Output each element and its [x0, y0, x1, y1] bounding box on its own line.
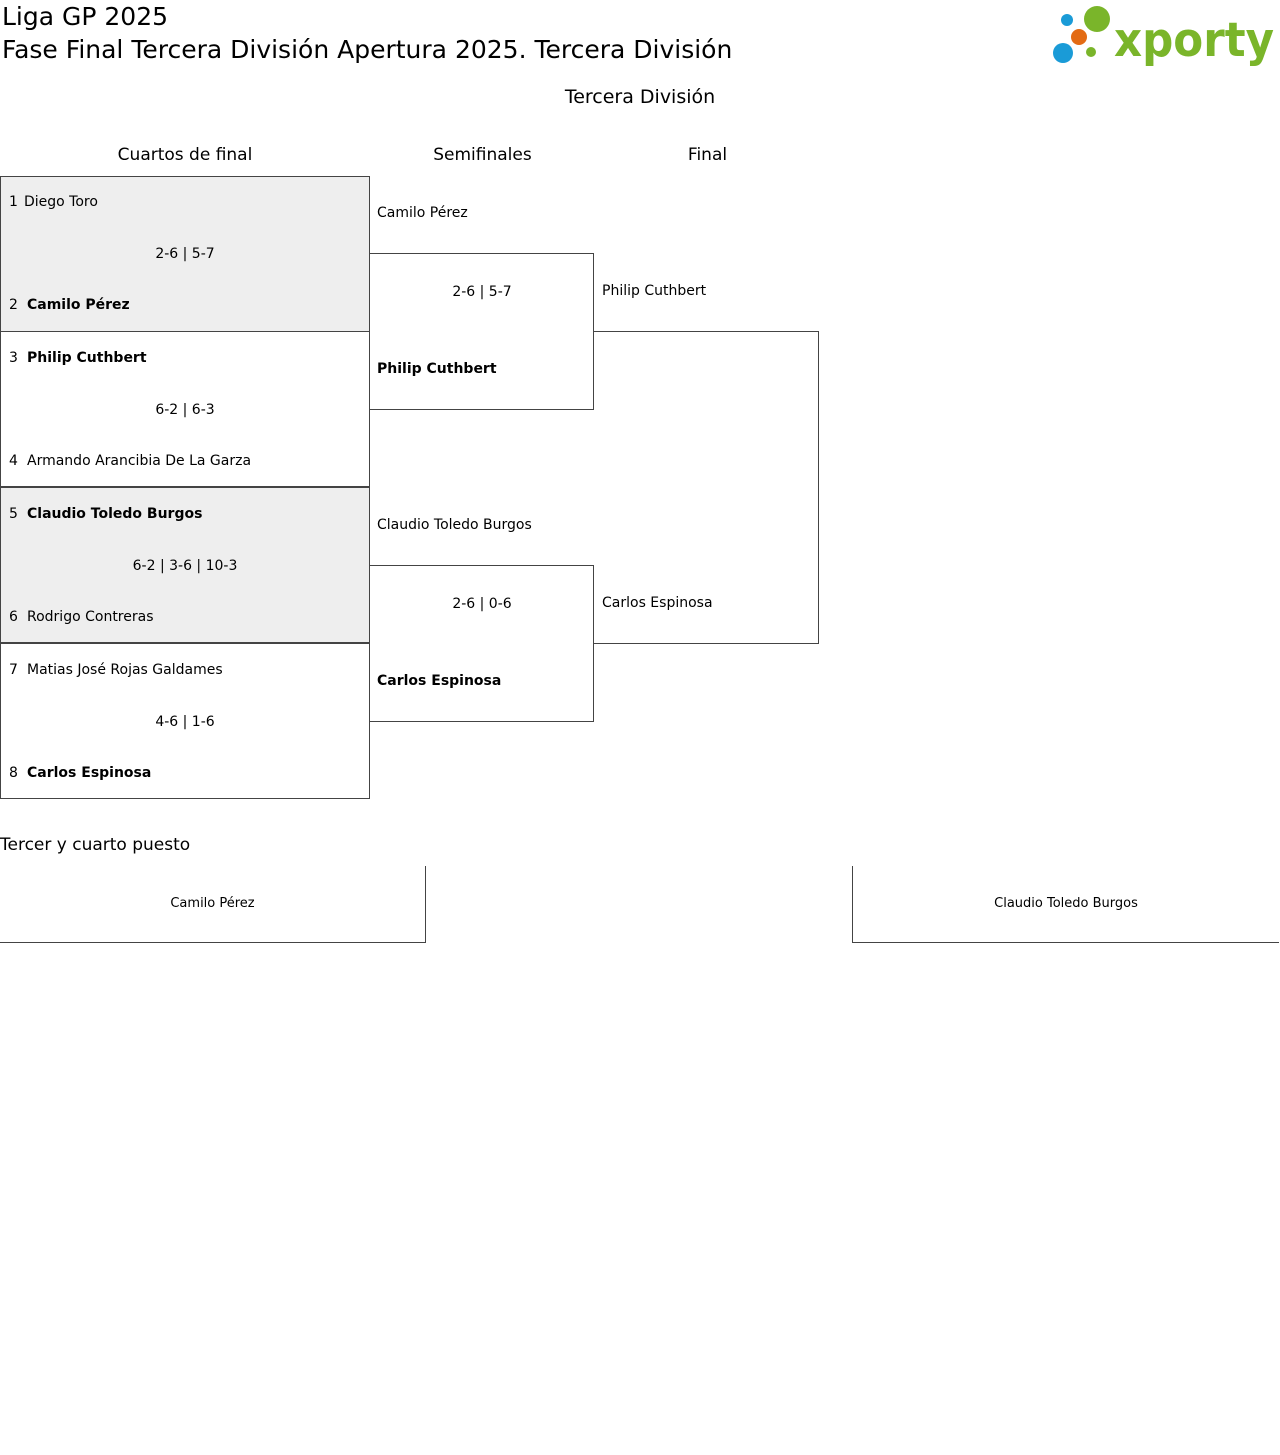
third-place-heading: Tercer y cuarto puesto	[0, 835, 191, 855]
round-header-quarterfinals: Cuartos de final	[117, 145, 253, 165]
player-name: Diego Toro	[24, 194, 98, 210]
page-subtitle: Fase Final Tercera División Apertura 202…	[2, 35, 733, 64]
seed-number: 4	[9, 453, 18, 469]
semifinal-1-player-2-winner: Philip Cuthbert	[377, 361, 497, 377]
semifinal-1-player-1: Camilo Pérez	[377, 205, 468, 221]
seed-number: 8	[9, 765, 18, 781]
match-score: 6-2 | 3-6 | 10-3	[132, 558, 238, 574]
logo-dot-blue-top	[1061, 14, 1073, 26]
logo-text: xporty	[1114, 13, 1274, 66]
seed-number: 1	[9, 194, 18, 210]
player-name-winner: Camilo Pérez	[27, 297, 130, 313]
match-score: 2-6 | 5-7	[155, 246, 215, 262]
round-header-final: Final	[687, 145, 728, 165]
quarterfinal-match-4: 7 Matias José Rojas Galdames 4-6 | 1-6 8…	[0, 643, 370, 799]
logo-dot-blue-bottom	[1053, 43, 1073, 63]
semifinal-2-player-1: Claudio Toledo Burgos	[377, 517, 532, 533]
page-title: Liga GP 2025	[2, 2, 169, 31]
round-header-semifinals: Semifinales	[433, 145, 532, 165]
player-name-winner: Claudio Toledo Burgos	[27, 506, 203, 522]
third-place-slot-2: Claudio Toledo Burgos	[852, 866, 1279, 943]
player-name: Rodrigo Contreras	[27, 609, 154, 625]
seed-number: 3	[9, 350, 18, 366]
player-name: Armando Arancibia De La Garza	[27, 453, 252, 469]
semifinal-1-bracket	[369, 253, 594, 410]
semifinal-2-player-2-winner: Carlos Espinosa	[377, 673, 502, 689]
quarterfinal-match-2: 3 Philip Cuthbert 6-2 | 6-3 4 Armando Ar…	[0, 331, 370, 487]
third-place-slot-1: Camilo Pérez	[0, 866, 426, 943]
final-bracket	[594, 331, 819, 644]
match-score: 6-2 | 6-3	[155, 402, 215, 418]
third-place-player-1: Camilo Pérez	[170, 896, 255, 911]
third-place-player-2: Claudio Toledo Burgos	[994, 896, 1138, 911]
xporty-logo: xporty	[1053, 6, 1274, 66]
quarterfinal-match-1: 1 Diego Toro 2-6 | 5-7 2 Camilo Pérez	[0, 176, 370, 332]
seed-number: 7	[9, 662, 18, 678]
player-name-winner: Philip Cuthbert	[27, 350, 147, 366]
final-player-2: Carlos Espinosa	[602, 595, 713, 611]
player-name: Matias José Rojas Galdames	[27, 662, 223, 678]
semifinal-2-score: 2-6 | 0-6	[452, 596, 512, 612]
logo-dot-green-small	[1086, 47, 1096, 57]
semifinal-2-bracket	[369, 565, 594, 722]
seed-number: 6	[9, 609, 18, 625]
logo-dot-green-large	[1084, 6, 1110, 32]
player-name-winner: Carlos Espinosa	[27, 765, 152, 781]
semifinal-1-score: 2-6 | 5-7	[452, 284, 512, 300]
quarterfinal-match-3: 5 Claudio Toledo Burgos 6-2 | 3-6 | 10-3…	[0, 487, 370, 643]
logo-dot-orange	[1071, 29, 1087, 45]
division-title: Tercera División	[564, 86, 716, 108]
final-player-1: Philip Cuthbert	[602, 283, 707, 299]
seed-number: 5	[9, 506, 18, 522]
match-score: 4-6 | 1-6	[155, 714, 215, 730]
seed-number: 2	[9, 297, 18, 313]
